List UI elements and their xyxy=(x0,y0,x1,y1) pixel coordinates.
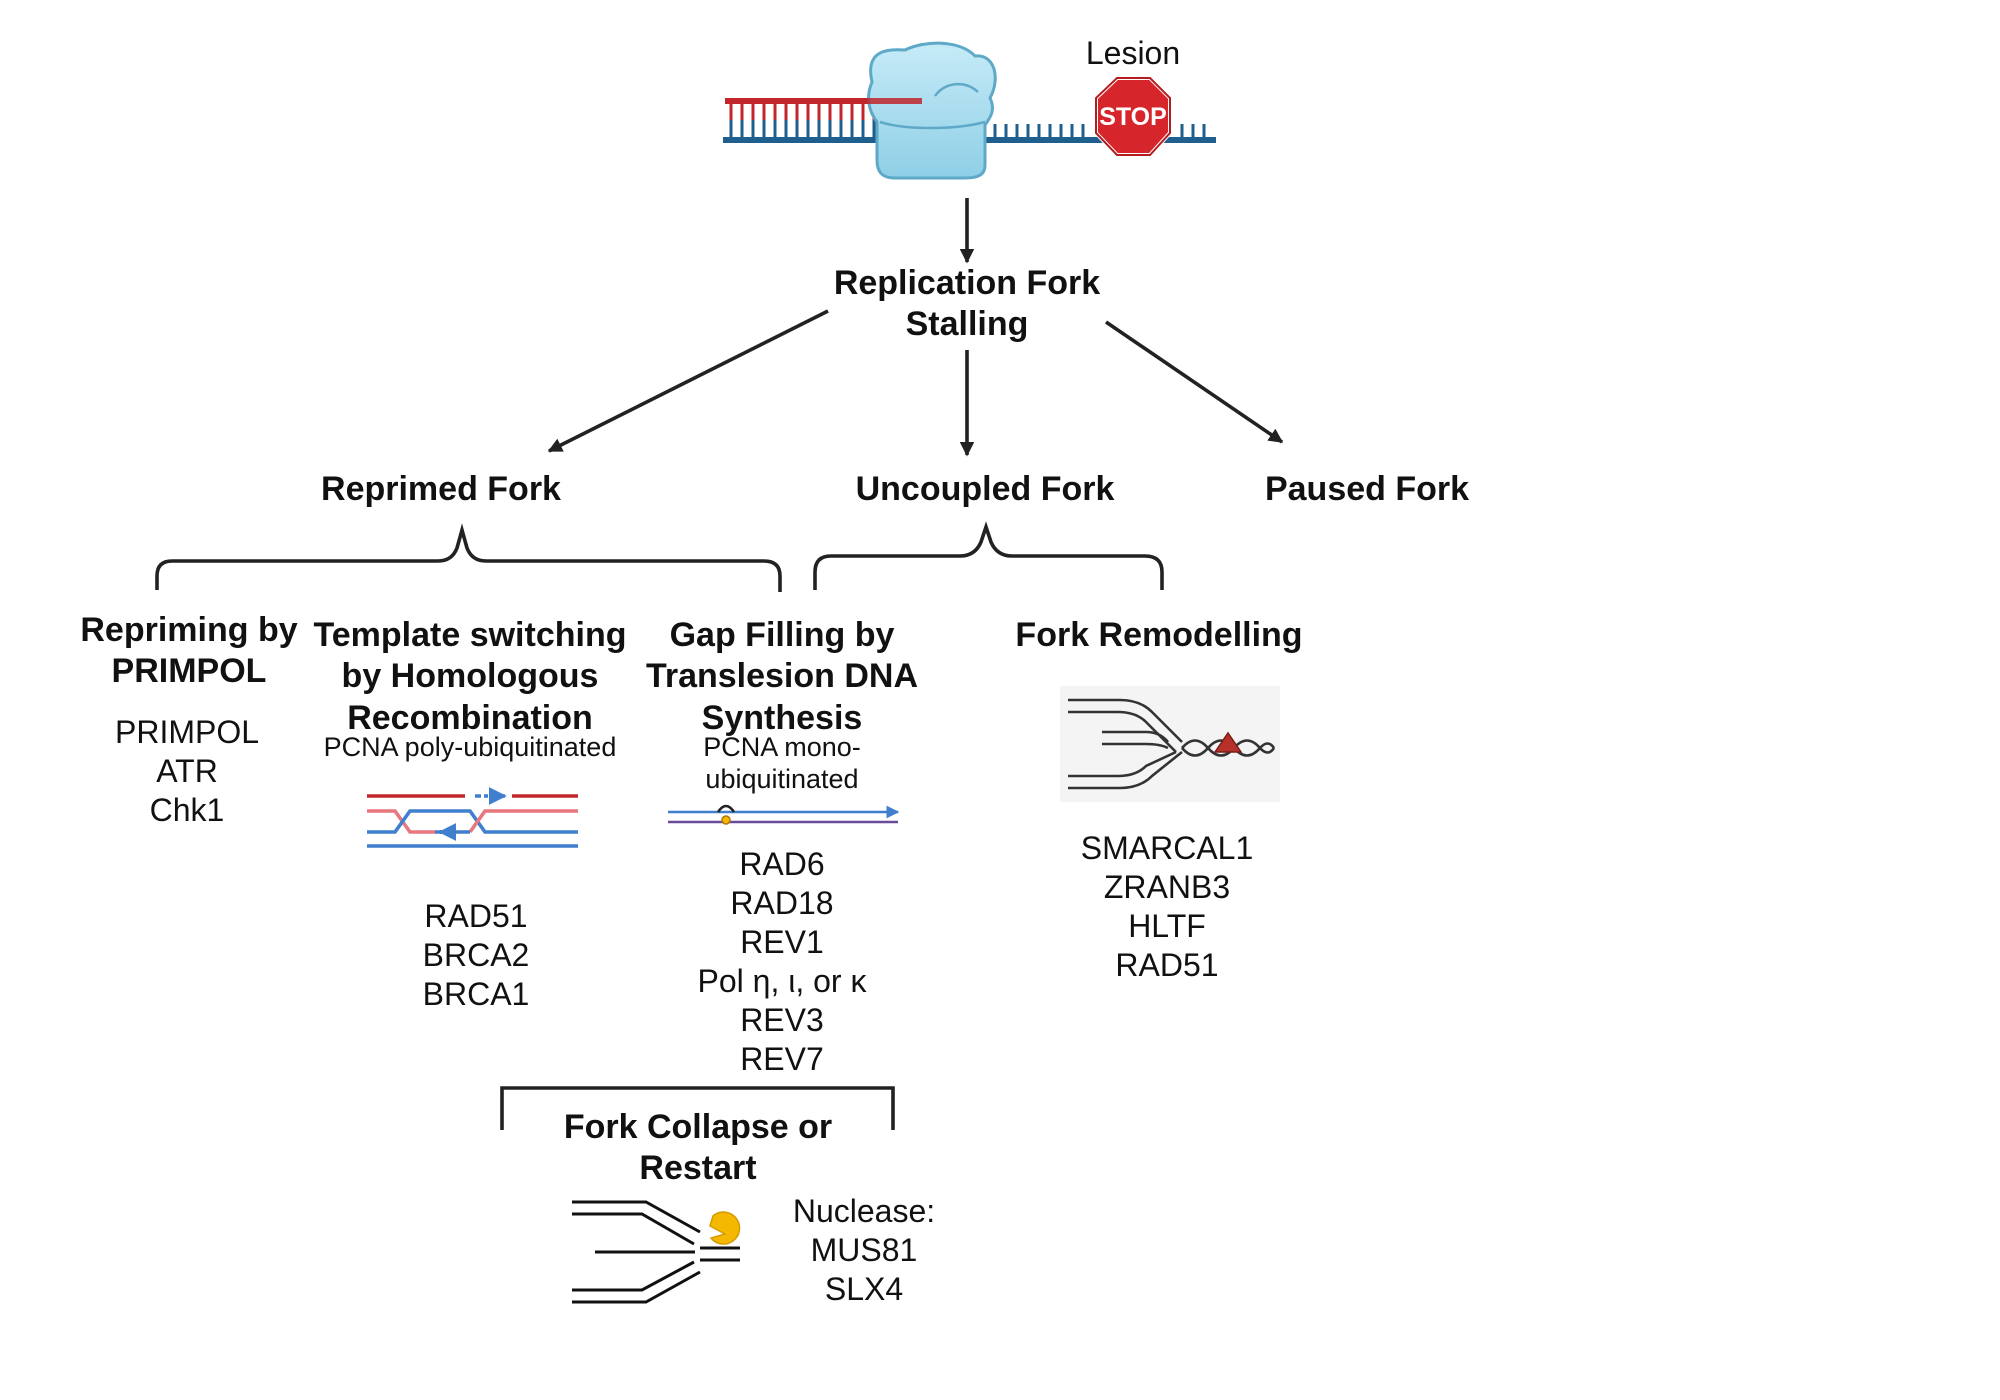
factor-hltf: HLTF xyxy=(1128,908,1206,945)
template-switching-title-line-3: Recombination xyxy=(347,698,593,737)
gap-filling-subtitle-line-1: PCNA mono- xyxy=(703,732,861,762)
arrow-to-reprimed-fork xyxy=(547,309,829,453)
reprimed-fork-label: Reprimed Fork xyxy=(321,470,561,508)
nuclease-label: Nuclease: xyxy=(792,1193,936,1229)
gap-filling-subtitle: PCNA mono- ubiquitinated xyxy=(703,731,861,796)
factor-pol: Pol η, ι, or κ xyxy=(697,963,867,1000)
uncoupled-fork-label: Uncoupled Fork xyxy=(855,470,1115,508)
gap-filling-title-line-3: Synthesis xyxy=(701,698,863,737)
fork-collapse-title-line-2: Restart xyxy=(639,1149,757,1188)
fork-remodelling-title: Fork Remodelling xyxy=(1015,616,1303,654)
stalling-line-2: Stalling xyxy=(905,305,1029,344)
uncoupled-fork-brace xyxy=(813,521,1164,590)
template-switching-title-line-1: Template switching xyxy=(313,616,627,654)
factor-rad6: RAD6 xyxy=(739,846,825,882)
gap-filling-title: Gap Filling by Translesion DNA Synthesis xyxy=(646,615,918,739)
repriming-title-line-1: Repriming by xyxy=(80,611,298,649)
fork-collapse-title-line-1: Fork Collapse or xyxy=(563,1108,833,1146)
template-switching-subtitle: PCNA poly-ubiquitinated xyxy=(323,732,617,762)
factor-mus81: MUS81 xyxy=(810,1232,918,1269)
factor-primpol: PRIMPOL xyxy=(114,714,260,750)
fork-collapse-title: Fork Collapse or Restart xyxy=(564,1107,832,1190)
nuclease-fork-icon xyxy=(572,1200,741,1304)
fork-remodelling-factors: SMARCAL1 ZRANB3 HLTF RAD51 xyxy=(1081,829,1254,985)
arrow-to-paused-fork xyxy=(1104,320,1284,444)
factor-chk1: Chk1 xyxy=(149,792,225,829)
lesion-label: Lesion xyxy=(1085,35,1181,71)
stop-sign-icon xyxy=(1094,76,1172,157)
factor-rad18: RAD18 xyxy=(730,885,834,922)
stop-sign-text: STOP xyxy=(1099,103,1167,131)
reprimed-fork-brace xyxy=(155,523,782,592)
gap-filling-title-line-2: Translesion DNA xyxy=(645,657,919,696)
factor-smarcal1: SMARCAL1 xyxy=(1080,830,1254,866)
repriming-factors: PRIMPOL ATR Chk1 xyxy=(115,713,259,830)
factor-slx4: SLX4 xyxy=(824,1271,904,1308)
factor-rad51-remodelling: RAD51 xyxy=(1115,947,1219,984)
factor-brca2: BRCA2 xyxy=(422,937,530,974)
gap-filling-subtitle-line-2: ubiquitinated xyxy=(705,764,859,795)
replication-fork-stalling-label: Replication Fork Stalling xyxy=(834,263,1100,346)
template-switching-factors: RAD51 BRCA2 BRCA1 xyxy=(423,897,530,1014)
factor-rev7: REV7 xyxy=(740,1041,824,1078)
factor-rad51: RAD51 xyxy=(424,898,528,934)
repriming-title-line-2: PRIMPOL xyxy=(111,652,267,691)
flow-arrows xyxy=(547,198,1284,457)
template-switch-icon xyxy=(367,787,578,848)
factor-brca1: BRCA1 xyxy=(422,976,530,1013)
polymerase-icon xyxy=(867,41,997,180)
factor-rev1: REV1 xyxy=(740,924,824,961)
gap-filling-factors: RAD6 RAD18 REV1 Pol η, ι, or κ REV3 REV7 xyxy=(698,845,867,1079)
gap-filling-title-line-1: Gap Filling by xyxy=(669,616,895,654)
factor-zranb3: ZRANB3 xyxy=(1103,869,1231,906)
paused-fork-label: Paused Fork xyxy=(1264,470,1470,508)
repriming-title: Repriming by PRIMPOL xyxy=(80,610,297,693)
nuclease-icon xyxy=(709,1211,741,1245)
dna-replication-illustration xyxy=(723,41,1216,180)
fork-collapse-bracket xyxy=(500,1086,895,1130)
braces xyxy=(155,521,1164,1130)
fork-remodel-icon xyxy=(1060,686,1280,802)
factor-rev3: REV3 xyxy=(740,1002,824,1039)
stalling-line-1: Replication Fork xyxy=(833,264,1101,302)
nuclease-factors: Nuclease: MUS81 SLX4 xyxy=(793,1192,935,1309)
template-switching-title: Template switching by Homologous Recombi… xyxy=(314,615,627,739)
tls-gap-icon xyxy=(668,804,900,825)
factor-atr: ATR xyxy=(156,753,218,790)
template-switching-title-line-2: by Homologous xyxy=(341,657,599,696)
